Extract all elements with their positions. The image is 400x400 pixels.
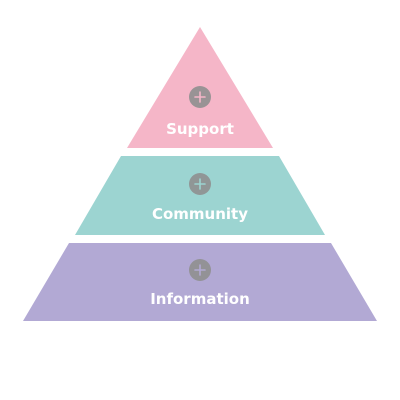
tier-information-label: Information: [150, 290, 250, 308]
tier-support-plus-button[interactable]: [189, 86, 211, 108]
tier-support-label: Support: [166, 120, 234, 138]
tier-information-shape[interactable]: [23, 243, 377, 321]
tier-support[interactable]: Support: [127, 27, 273, 148]
tier-community-shape[interactable]: [75, 156, 325, 235]
tier-community-label: Community: [152, 205, 248, 223]
tier-community-plus-button[interactable]: [189, 173, 211, 195]
tier-community[interactable]: Community: [75, 156, 325, 235]
tier-information[interactable]: Information: [23, 243, 377, 321]
tier-information-plus-button[interactable]: [189, 259, 211, 281]
